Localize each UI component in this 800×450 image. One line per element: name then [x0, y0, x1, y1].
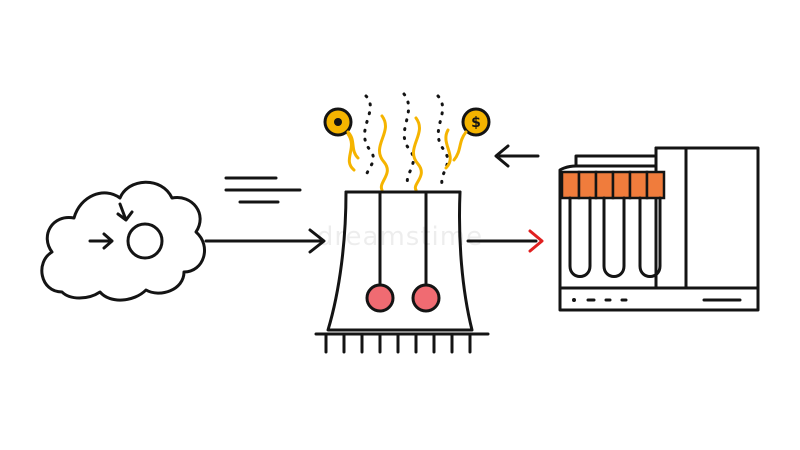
steam-plume	[346, 92, 452, 192]
cooling-tower-icon	[314, 190, 490, 354]
heater-tubes	[568, 196, 662, 278]
arrow-plant-to-heater	[466, 229, 544, 253]
heater-unit-icon	[558, 146, 760, 312]
cycle-arrow-top	[116, 202, 134, 222]
arrow-heater-to-plant	[494, 144, 540, 168]
pendulum-bulb	[365, 283, 395, 313]
dollar-coin-icon: $	[452, 107, 491, 162]
svg-text:$: $	[471, 115, 481, 131]
pendulum-bulb	[411, 283, 441, 313]
cycle-arrow-left	[88, 232, 114, 250]
coin-icon	[323, 107, 360, 160]
tower-base-ticks	[324, 332, 472, 354]
cycle-circle	[126, 222, 164, 260]
heater-panel	[572, 298, 742, 302]
cloud-cycle-icon	[40, 180, 206, 302]
motion-lines	[224, 176, 302, 204]
heater-fins	[560, 170, 666, 200]
arrow-cloud-to-plant	[204, 228, 326, 254]
